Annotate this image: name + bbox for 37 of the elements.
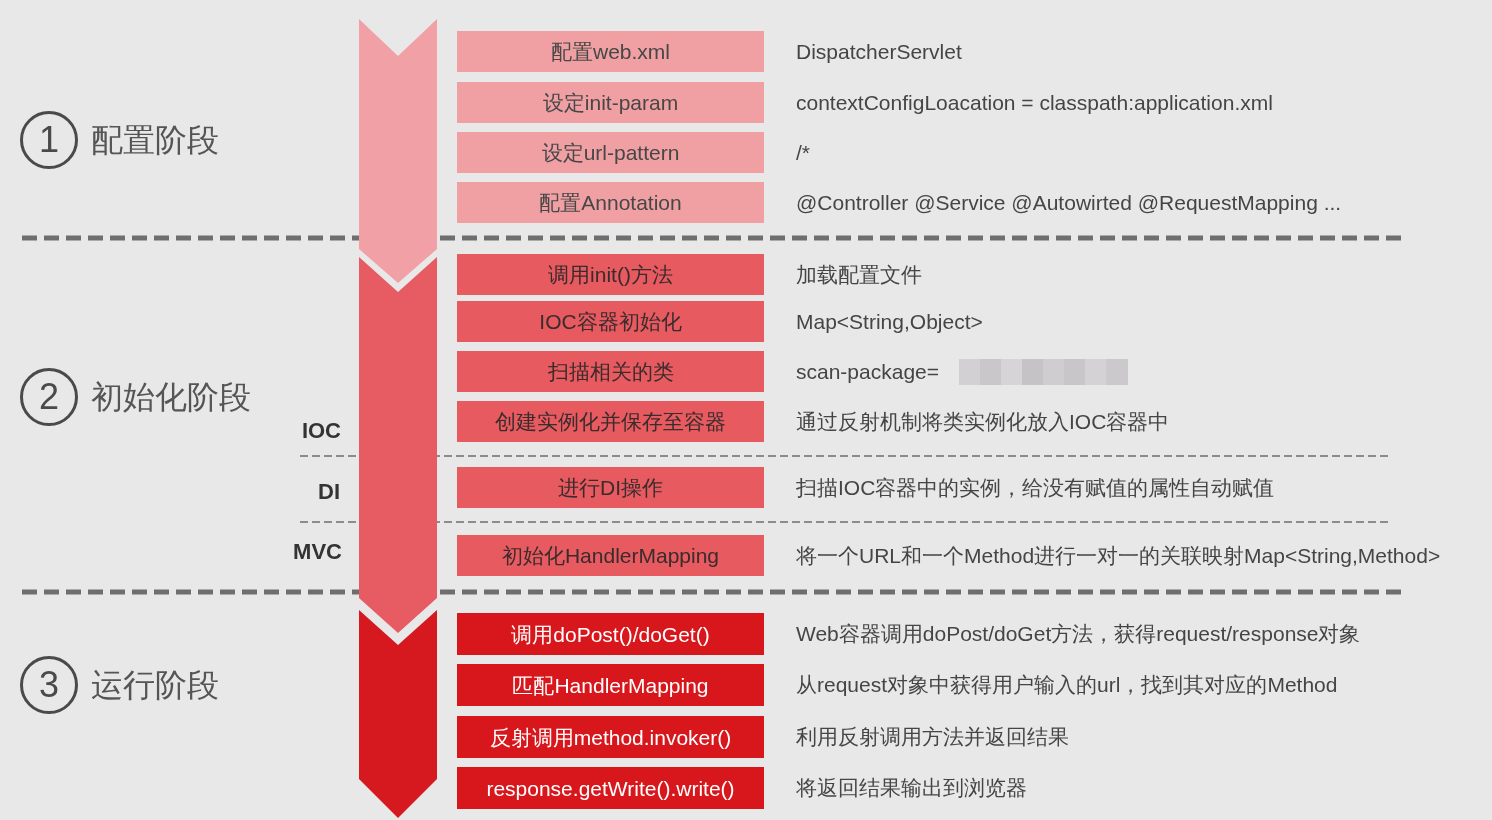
step-description: 将一个URL和一个Method进行一对一的关联映射Map<String,Method> <box>796 543 1441 568</box>
step-description: contextConfigLoacation = classpath:application.xml <box>796 90 1273 115</box>
step-description: 从request对象中获得用户输入的url，找到其对应的Method <box>796 673 1338 697</box>
step-description: 扫描IOC容器中的实例，给没有赋值的属性自动赋值 <box>796 475 1275 500</box>
step-box: response.getWrite().write() <box>457 767 764 809</box>
section-label: MVC <box>293 539 342 565</box>
phase-title: 初始化阶段 <box>91 378 251 416</box>
step-description: Map<String,Object> <box>796 309 983 334</box>
step-box: 创建实例化并保存至容器 <box>457 401 764 442</box>
step-box: 设定url-pattern <box>457 132 764 173</box>
step-description: scan-package= <box>796 359 939 384</box>
step-box: 调用doPost()/doGet() <box>457 613 764 655</box>
step-description: DispatcherServlet <box>796 39 962 64</box>
step-box: 设定init-param <box>457 82 764 123</box>
step-box: 初始化HandlerMapping <box>457 535 764 576</box>
number-circle: 3 <box>20 656 78 714</box>
step-box: IOC容器初始化 <box>457 301 764 342</box>
step-box: 配置web.xml <box>457 31 764 72</box>
number-circle: 2 <box>20 368 78 426</box>
step-box: 扫描相关的类 <box>457 351 764 392</box>
phase-title: 配置阶段 <box>91 121 219 159</box>
phase-title: 运行阶段 <box>91 666 219 704</box>
section-label: IOC <box>301 418 341 444</box>
section-label: DI <box>318 479 340 505</box>
step-description: /* <box>796 140 810 165</box>
step-box: 进行DI操作 <box>457 467 764 508</box>
step-box: 配置Annotation <box>457 182 764 223</box>
step-description: 利用反射调用方法并返回结果 <box>796 725 1069 749</box>
step-description: 通过反射机制将类实例化放入IOC容器中 <box>796 409 1170 434</box>
number-circle: 1 <box>20 111 78 169</box>
step-description: Web容器调用doPost/doGet方法，获得request/response对象 <box>796 622 1361 646</box>
step-description: @Controller @Service @Autowirted @RequestMapping ... <box>796 190 1342 215</box>
step-box: 匹配HandlerMapping <box>457 664 764 706</box>
step-description: 将返回结果输出到浏览器 <box>796 776 1027 800</box>
step-box: 反射调用method.invoker() <box>457 716 764 758</box>
step-description: 加载配置文件 <box>796 262 922 287</box>
step-box: 调用init()方法 <box>457 254 764 295</box>
